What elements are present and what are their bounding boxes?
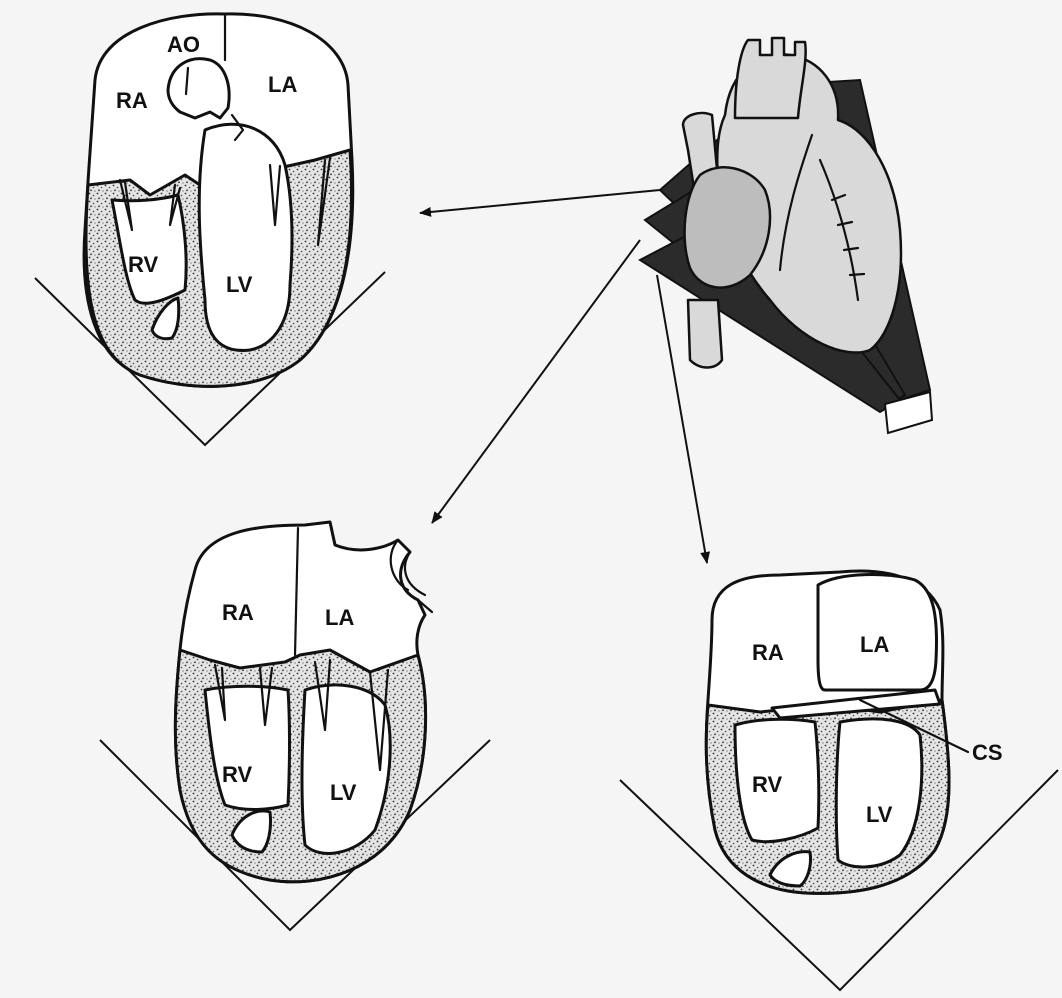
heart-with-imaging-planes	[640, 38, 932, 433]
label-la: LA	[268, 72, 297, 97]
label-ra: RA	[752, 640, 784, 665]
inferior-vena-cava	[688, 300, 722, 368]
pulmonary-vein	[405, 552, 425, 595]
label-la: LA	[325, 605, 354, 630]
left-ventricle-cavity	[302, 685, 390, 853]
label-la: LA	[860, 632, 889, 657]
coronary-sinus-view: RA LA RV LV CS	[620, 571, 1058, 990]
label-ra: RA	[222, 600, 254, 625]
apical-five-chamber-view: AO RA LA RV LV	[35, 14, 385, 445]
aortic-root	[168, 59, 229, 118]
label-rv: RV	[222, 762, 252, 787]
aortic-arch	[735, 38, 806, 118]
label-cs: CS	[972, 740, 1003, 765]
label-lv: LV	[330, 780, 357, 805]
left-ventricle-cavity	[199, 124, 292, 350]
label-lv: LV	[866, 802, 893, 827]
label-rv: RV	[128, 252, 158, 277]
label-ao: AO	[167, 32, 200, 57]
apical-four-chamber-view: RA LA RV LV	[100, 522, 490, 930]
arrow-to-four-chamber-view	[432, 240, 640, 523]
label-ra: RA	[116, 88, 148, 113]
label-lv: LV	[226, 272, 253, 297]
label-rv: RV	[752, 772, 782, 797]
arrow-to-apical-view	[420, 190, 660, 213]
